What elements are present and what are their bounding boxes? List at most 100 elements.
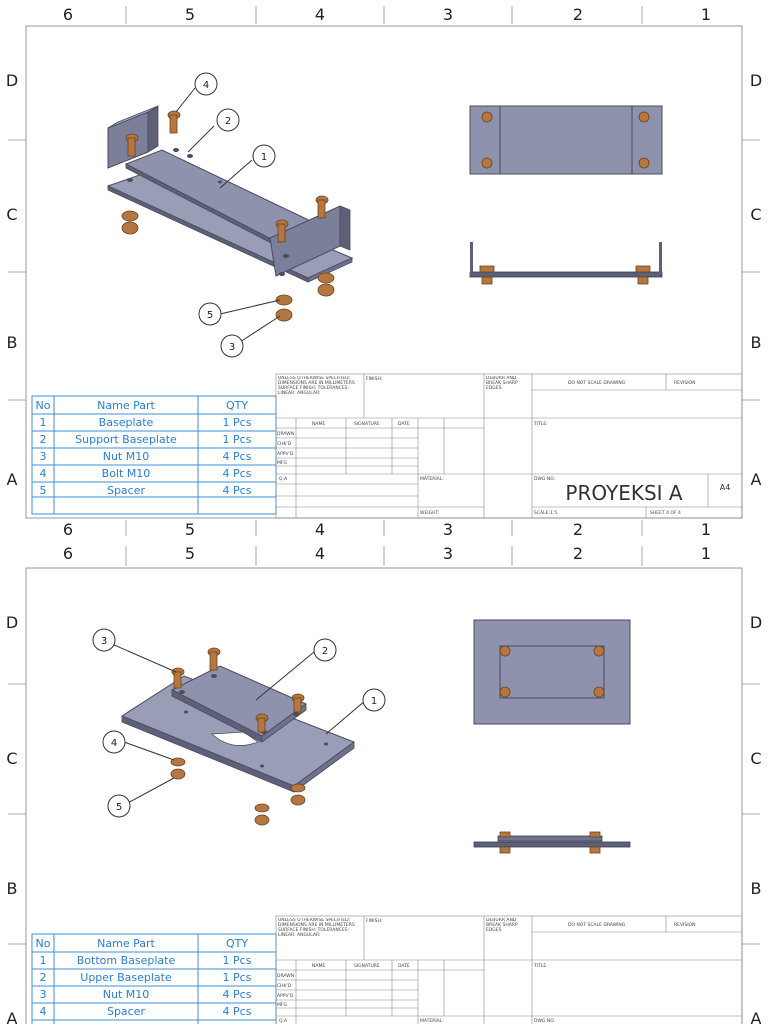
row-label: A xyxy=(7,1009,18,1024)
sheet-2: 6 5 4 3 2 1 D C B A D C B A xyxy=(6,544,762,1024)
bom-cell: 5 xyxy=(40,484,47,497)
col-label: 3 xyxy=(443,5,453,24)
tb-drawn: DRAWN xyxy=(277,431,294,437)
balloon-label: 2 xyxy=(322,646,328,657)
bom-cell: Bottom Baseplate xyxy=(77,954,176,967)
tb-date: DATE xyxy=(398,421,410,427)
tb-sheet: SHEET 4 OF 4 xyxy=(650,510,681,516)
tb-appvd: APPV'D xyxy=(277,451,294,457)
tb-deburr: DEBURR AND BREAK SHARP EDGES xyxy=(486,376,518,391)
bom-cell: 2 xyxy=(40,433,47,446)
bom-cell: 4 Pcs xyxy=(223,988,252,1001)
row-label: C xyxy=(6,749,17,768)
tb-revision: REVISION xyxy=(674,380,695,386)
bom-cell: 4 Pcs xyxy=(223,450,252,463)
balloon-label: 3 xyxy=(101,636,107,647)
bom-cell: Nut M10 xyxy=(103,450,150,463)
balloon-label: 5 xyxy=(116,802,122,813)
col-label: 5 xyxy=(185,520,195,539)
tb-title: TITLE: xyxy=(533,963,548,969)
tb-weight: WEIGHT: xyxy=(420,510,439,516)
bom-cell: Spacer xyxy=(107,1005,146,1018)
bom-header-no: No xyxy=(36,399,51,412)
sheet2-isometric-view: 3 2 1 4 5 xyxy=(92,628,386,826)
col-label: 6 xyxy=(63,520,73,539)
bom-header-qty: QTY xyxy=(226,937,248,950)
row-label: D xyxy=(6,71,18,90)
col-label: 1 xyxy=(701,5,711,24)
row-label: A xyxy=(7,470,18,489)
tb-size: A4 xyxy=(720,483,731,492)
bom-cell: 1 Pcs xyxy=(223,954,252,967)
col-label: 1 xyxy=(701,544,711,563)
bom-header-qty: QTY xyxy=(226,399,248,412)
tb-qa: Q.A xyxy=(279,1018,288,1024)
bom-cell: 3 xyxy=(40,450,47,463)
sheet1-col-labels-top: 6 5 4 3 2 1 xyxy=(63,5,711,24)
bom-cell: 2 xyxy=(40,971,47,984)
bom-header-no: No xyxy=(36,937,51,950)
tb-mfg: MFG xyxy=(277,1002,287,1008)
sheet1-top-view xyxy=(469,105,663,175)
row-label: C xyxy=(750,205,761,224)
tb-material: MATERIAL: xyxy=(420,1018,444,1024)
sheet2-bom-table: No Name Part QTY 1 Bottom Baseplate 1 Pc… xyxy=(31,933,277,1024)
sheet1-bom-table: No Name Part QTY 1 Baseplate 1 Pcs 2 Sup… xyxy=(31,395,277,515)
bom-header-name: Name Part xyxy=(97,937,155,950)
sheet2-title-block: UNLESS OTHERWISE SPECIFIED: DIMENSIONS A… xyxy=(275,915,743,1024)
sheet-1: 6 5 4 3 2 1 D C B A D C B A xyxy=(6,5,762,539)
balloon-label: 2 xyxy=(225,116,231,127)
balloon-label: 4 xyxy=(203,80,209,91)
balloon-label: 1 xyxy=(261,152,267,163)
row-label: C xyxy=(6,205,17,224)
tb-chkd: CHK'D xyxy=(277,983,292,989)
tb-finish: FINISH: xyxy=(366,918,382,924)
col-label: 3 xyxy=(443,520,453,539)
sheet2-top-view xyxy=(473,619,631,725)
tb-signature: SIGNATURE xyxy=(354,421,380,427)
col-label: 6 xyxy=(63,544,73,563)
tb-dwg-no: DWG NO. xyxy=(534,476,555,482)
tb-do-not-scale: DO NOT SCALE DRAWING xyxy=(568,922,626,928)
tb-do-not-scale: DO NOT SCALE DRAWING xyxy=(568,380,626,386)
col-label: 1 xyxy=(701,520,711,539)
bom-cell: Bolt M10 xyxy=(102,467,151,480)
tb-chkd: CHK'D xyxy=(277,441,292,447)
tb-deburr: DEBURR AND BREAK SHARP EDGES xyxy=(486,918,518,933)
bom-cell: 4 Pcs xyxy=(223,467,252,480)
sheet1-front-view xyxy=(469,242,663,285)
row-label: A xyxy=(751,1009,762,1024)
row-label: C xyxy=(750,749,761,768)
sheet1-isometric-view: 4 2 1 5 3 xyxy=(106,72,354,358)
tb-signature: SIGNATURE xyxy=(354,963,380,969)
col-label: 4 xyxy=(315,520,325,539)
bom-cell: 4 xyxy=(40,1005,47,1018)
tb-date: DATE xyxy=(398,963,410,969)
bom-cell: Support Baseplate xyxy=(75,433,177,446)
bom-cell: Baseplate xyxy=(99,416,154,429)
bom-cell: 1 Pcs xyxy=(223,416,252,429)
tb-qa: Q.A xyxy=(279,476,288,482)
row-label: B xyxy=(7,333,18,352)
tb-dwg-no: DWG NO. xyxy=(534,1018,555,1024)
col-label: 5 xyxy=(185,5,195,24)
row-label: D xyxy=(750,71,762,90)
balloon-label: 4 xyxy=(111,738,117,749)
tb-finish: FINISH: xyxy=(366,376,382,382)
col-label: 4 xyxy=(315,5,325,24)
col-label: 2 xyxy=(573,5,583,24)
bom-header-name: Name Part xyxy=(97,399,155,412)
bom-cell: 4 Pcs xyxy=(223,484,252,497)
sheet2-front-view xyxy=(473,831,631,854)
bom-cell: Spacer xyxy=(107,484,146,497)
sheet2-frame xyxy=(25,567,743,1024)
balloon-label: 5 xyxy=(207,310,213,321)
col-label: 4 xyxy=(315,544,325,563)
bom-cell: 1 xyxy=(40,416,47,429)
bom-cell: Nut M10 xyxy=(103,988,150,1001)
row-label: D xyxy=(750,613,762,632)
tb-drawn: DRAWN xyxy=(277,973,294,979)
tb-name: NAME xyxy=(312,421,325,427)
balloon-label: 1 xyxy=(371,696,377,707)
tb-appvd: APPV'D xyxy=(277,993,294,999)
